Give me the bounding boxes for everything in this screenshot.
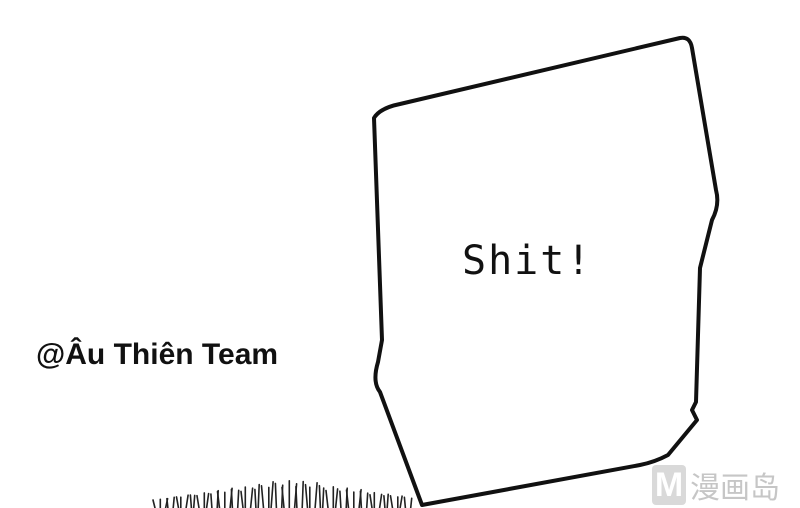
grass-stroke bbox=[192, 494, 196, 508]
grass-stroke bbox=[318, 484, 322, 508]
grass-stroke bbox=[314, 482, 318, 508]
grass-stroke bbox=[321, 487, 325, 508]
grass-stroke bbox=[295, 485, 298, 508]
grass-stroke bbox=[210, 493, 213, 508]
grass-stroke bbox=[205, 492, 210, 508]
grass-stroke bbox=[185, 494, 189, 508]
grass-stroke bbox=[274, 482, 278, 508]
grass-stroke bbox=[230, 488, 234, 508]
grass-lines bbox=[152, 479, 413, 508]
grass-stroke bbox=[359, 490, 363, 508]
watermark-text: 漫画岛 bbox=[690, 471, 780, 506]
grass-stroke bbox=[281, 486, 285, 508]
grass-stroke bbox=[189, 494, 193, 508]
grass-stroke bbox=[304, 483, 309, 508]
scanlation-credit: @Âu Thiên Team bbox=[36, 338, 279, 371]
grass-stroke bbox=[339, 490, 342, 508]
grass-stroke bbox=[365, 492, 369, 508]
grass-stroke bbox=[270, 481, 274, 508]
watermark: M 漫画岛 bbox=[652, 463, 780, 507]
grass-stroke bbox=[409, 497, 413, 508]
grass-stroke bbox=[254, 488, 257, 508]
grass-stroke bbox=[249, 487, 254, 508]
watermark-logo-icon: M bbox=[652, 465, 686, 505]
grass-stroke bbox=[216, 490, 221, 508]
grass-stroke bbox=[175, 496, 180, 508]
grass-stroke bbox=[301, 480, 305, 508]
grass-stroke bbox=[172, 496, 175, 508]
grass-stroke bbox=[403, 496, 407, 508]
grass-stroke bbox=[260, 485, 265, 508]
grass-stroke bbox=[378, 493, 383, 508]
grass-stroke bbox=[236, 489, 240, 508]
grass-stroke bbox=[345, 489, 350, 508]
grass-stroke bbox=[389, 494, 394, 508]
grass-stroke bbox=[369, 494, 373, 508]
grass-stroke bbox=[196, 494, 200, 508]
grass-stroke bbox=[399, 495, 403, 508]
grass-stroke bbox=[257, 483, 261, 508]
grass-stroke bbox=[240, 490, 244, 508]
grass-stroke bbox=[166, 497, 169, 508]
grass-stroke bbox=[383, 495, 386, 508]
grass-stroke bbox=[334, 488, 339, 508]
grass-stroke bbox=[386, 493, 390, 508]
grass-stroke bbox=[152, 499, 156, 508]
speech-text: Shit! bbox=[462, 238, 593, 284]
speech-bubble bbox=[372, 35, 720, 507]
grass-stroke bbox=[325, 489, 329, 508]
